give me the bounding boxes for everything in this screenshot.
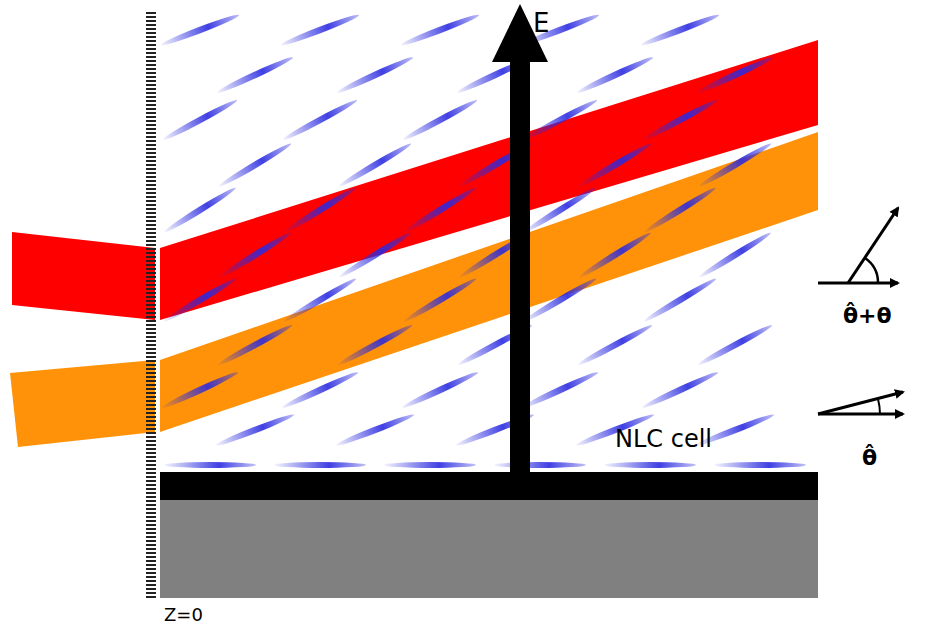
lc-molecule — [400, 12, 481, 48]
lc-molecule — [643, 185, 718, 235]
lc-molecule — [698, 230, 773, 280]
lc-molecule — [274, 462, 366, 468]
lc-molecule — [336, 54, 415, 95]
director-arrow — [848, 208, 898, 283]
lc-molecule — [401, 369, 480, 410]
lc-molecule — [161, 97, 238, 142]
director-arrow — [818, 392, 903, 414]
lc-molecule — [384, 462, 476, 468]
lc-molecule — [216, 54, 295, 95]
lc-molecule — [217, 141, 293, 189]
electrode — [160, 472, 818, 500]
lc-molecule — [401, 97, 478, 142]
field-arrow-shaft — [510, 60, 530, 474]
lc-molecules — [160, 12, 806, 468]
lc-molecule — [282, 276, 358, 324]
lc-molecule — [576, 322, 653, 367]
boundary-ruler — [146, 10, 156, 600]
lc-molecule — [335, 412, 416, 448]
lc-molecule — [697, 141, 773, 189]
lc-molecule — [577, 141, 653, 189]
lc-molecule — [576, 54, 655, 95]
lc-molecule — [403, 185, 478, 235]
lc-molecule — [523, 185, 598, 235]
lc-molecule — [280, 12, 361, 48]
lc-molecule — [160, 12, 241, 48]
lc-molecule — [162, 276, 238, 324]
lc-molecule — [494, 462, 586, 468]
lc-molecule — [642, 276, 718, 324]
lc-molecule — [714, 462, 806, 468]
lc-molecule — [338, 230, 413, 280]
lc-molecule — [641, 369, 720, 410]
lc-molecule — [640, 12, 721, 48]
angle-label: θ̂+θ — [843, 305, 892, 327]
lc-molecule — [164, 462, 256, 468]
orange-beam-in — [10, 360, 155, 447]
lc-molecule — [216, 322, 293, 367]
lc-molecule — [696, 54, 775, 95]
substrate — [160, 500, 818, 598]
lc-molecule — [604, 462, 696, 468]
lc-molecule — [215, 412, 296, 448]
cell-label: NLC cell — [615, 427, 712, 451]
angle-arc — [865, 258, 878, 283]
orange-beam — [160, 132, 818, 432]
angle-arc — [878, 399, 880, 414]
lc-molecule — [281, 369, 360, 410]
lc-molecule — [402, 276, 478, 324]
lc-molecule — [218, 230, 293, 280]
red-beam-in — [12, 232, 155, 320]
axis-arrow — [818, 282, 898, 285]
lc-molecule — [336, 322, 413, 367]
lc-molecule — [522, 276, 598, 324]
lc-molecule — [163, 185, 238, 235]
lc-molecule — [521, 369, 600, 410]
angle-label: θ̂ — [862, 447, 877, 469]
axis-arrow — [818, 413, 903, 416]
position-label: Z=0 — [164, 606, 203, 624]
lc-molecule — [641, 97, 718, 142]
lc-molecule — [578, 230, 653, 280]
lc-molecule — [283, 185, 358, 235]
lc-molecule — [337, 141, 413, 189]
lc-molecule — [281, 97, 358, 142]
field-label: E — [533, 10, 549, 36]
lc-molecule — [696, 322, 773, 367]
lc-molecule — [161, 369, 240, 410]
lc-molecule — [521, 97, 598, 142]
